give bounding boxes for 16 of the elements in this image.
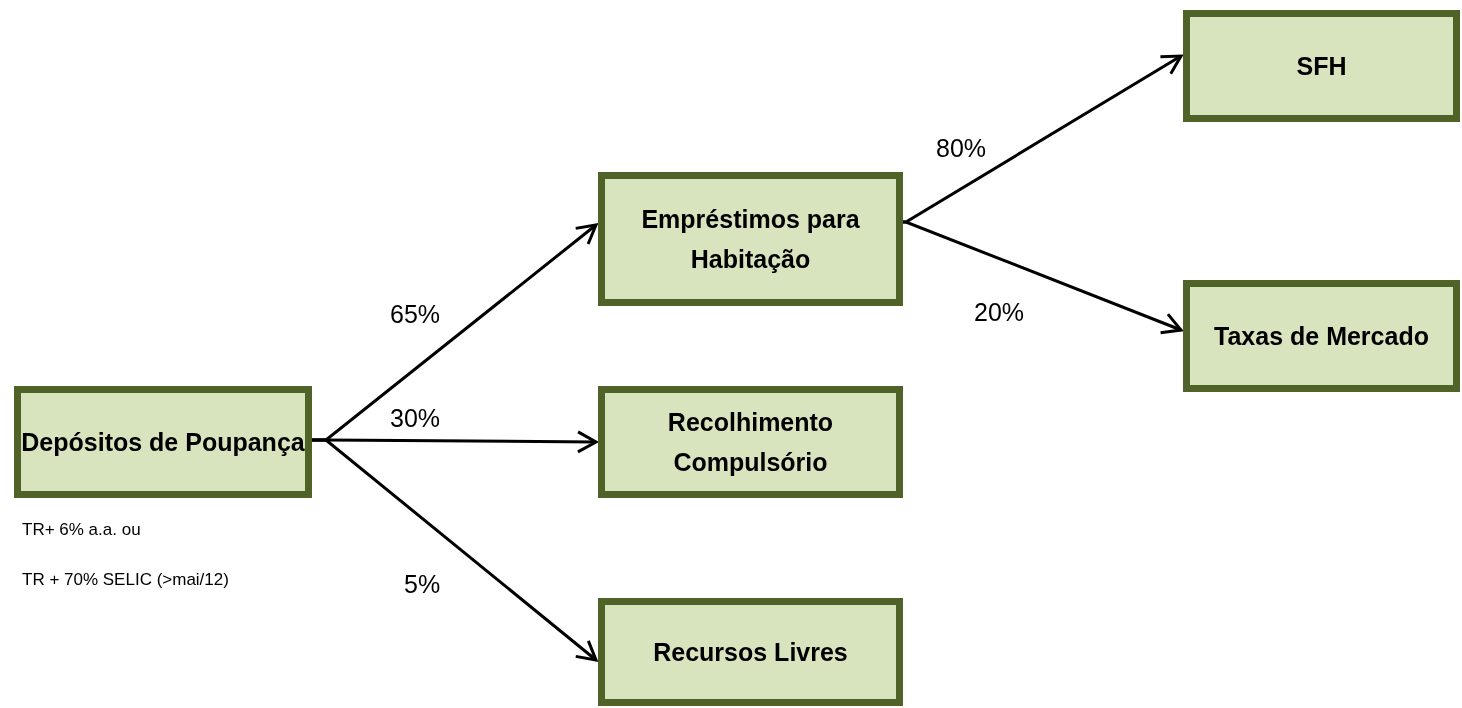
box-label: Depósitos de Poupança [21, 427, 305, 458]
box-label: Recursos Livres [653, 637, 848, 668]
note-text: TR+ 6% a.a. ou [22, 520, 141, 540]
process-box [598, 598, 903, 706]
box-label: Recolhimento Compulsório [666, 407, 835, 478]
process-box [598, 386, 903, 498]
process-box [1183, 280, 1460, 392]
note-text: TR + 70% SELIC (>mai/12) [22, 570, 229, 590]
process-box [598, 172, 903, 306]
box-label: SFH [1296, 51, 1347, 82]
process-box [14, 386, 312, 498]
arrow [312, 438, 598, 662]
box-label: Taxas de Mercado [1214, 321, 1429, 352]
box-label: Empréstimos para Habitação [640, 204, 861, 275]
arrow [902, 220, 1183, 335]
process-box [1183, 10, 1460, 122]
